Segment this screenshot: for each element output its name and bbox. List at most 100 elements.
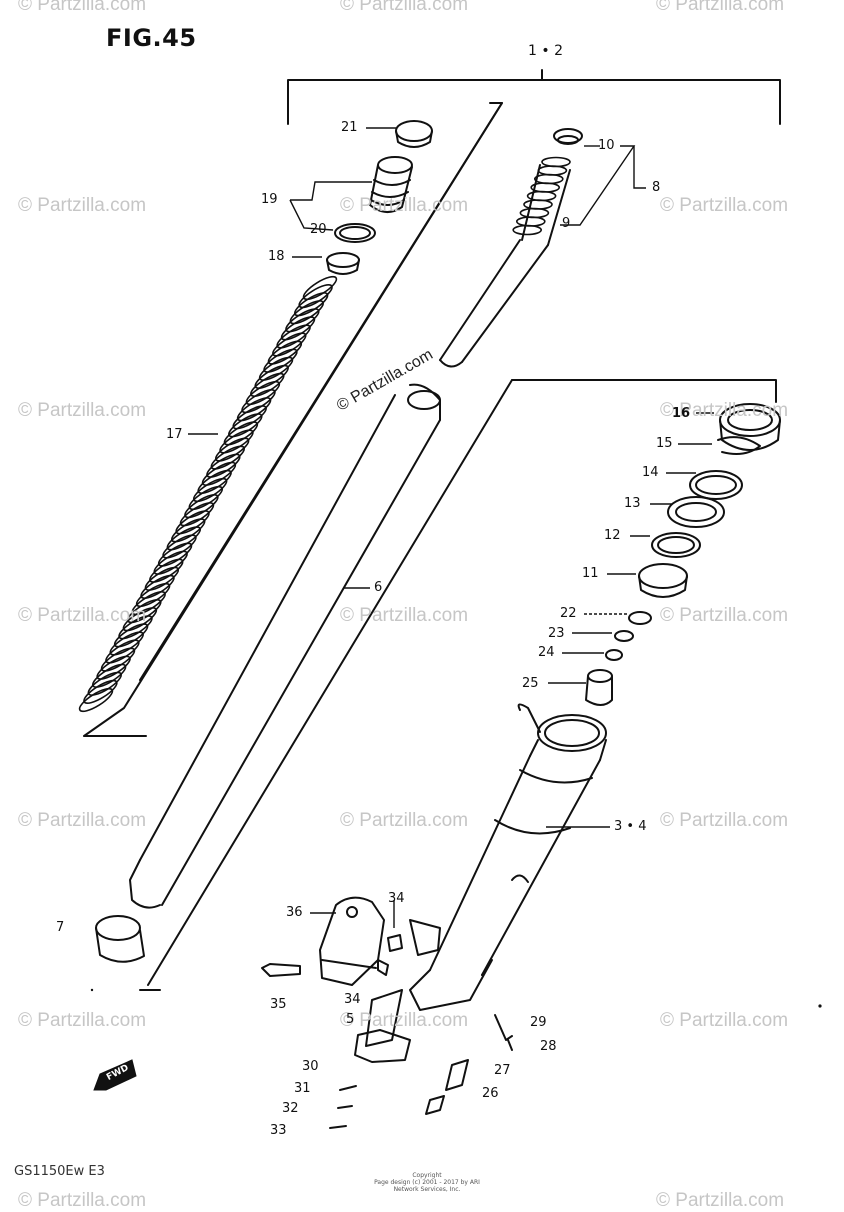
spring-coil bbox=[179, 502, 215, 527]
label-33[interactable]: 33 bbox=[270, 1123, 287, 1138]
label-8[interactable]: 8 bbox=[652, 180, 661, 195]
part-3-outer-tube bbox=[409, 703, 607, 1011]
group-outline-lower bbox=[511, 379, 777, 403]
label-13[interactable]: 13 bbox=[624, 496, 641, 511]
watermark: © Partzilla.com bbox=[18, 1010, 147, 1031]
label-28[interactable]: 28 bbox=[540, 1039, 557, 1054]
watermark: © Partzilla.com bbox=[340, 0, 469, 15]
spring-coil bbox=[166, 526, 202, 551]
label-26[interactable]: 26 bbox=[482, 1086, 499, 1101]
rod-ring bbox=[523, 199, 553, 210]
spring-coil bbox=[298, 284, 333, 309]
watermark: © Partzilla.com bbox=[340, 605, 469, 626]
label-9[interactable]: 9 bbox=[562, 216, 571, 231]
speck-dot bbox=[90, 988, 94, 992]
forward-arrow bbox=[93, 1059, 137, 1091]
label-15[interactable]: 15 bbox=[656, 436, 673, 451]
watermark: © Partzilla.com bbox=[660, 400, 789, 421]
part-27-bolt bbox=[445, 1059, 469, 1091]
label-35[interactable]: 35 bbox=[270, 997, 287, 1012]
spring-coil bbox=[109, 631, 144, 656]
watermark: © Partzilla.com bbox=[18, 400, 147, 421]
label-20[interactable]: 20 bbox=[310, 222, 327, 237]
rod-ring bbox=[537, 165, 568, 176]
part-13-washer bbox=[667, 496, 725, 528]
part-15-clip bbox=[717, 436, 761, 455]
label-11[interactable]: 11 bbox=[582, 566, 599, 581]
spring-coil bbox=[100, 647, 136, 672]
speck-dot bbox=[818, 1004, 822, 1008]
label-34-lower[interactable]: 34 bbox=[344, 992, 361, 1007]
part-36-axle-holder bbox=[319, 896, 385, 986]
spring-coil bbox=[170, 518, 206, 543]
label-22[interactable]: 22 bbox=[560, 606, 577, 621]
part-34b-washer bbox=[377, 959, 389, 976]
label-29[interactable]: 29 bbox=[530, 1015, 547, 1030]
label-5[interactable]: 5 bbox=[346, 1012, 355, 1027]
watermark: © Partzilla.com bbox=[660, 605, 789, 626]
part-26-bolt bbox=[425, 1095, 445, 1115]
label-6[interactable]: 6 bbox=[374, 580, 383, 595]
spring-coil bbox=[219, 429, 254, 454]
label-27[interactable]: 27 bbox=[494, 1063, 511, 1078]
rod-ring bbox=[515, 216, 546, 227]
part-25-oil-lock bbox=[585, 669, 613, 706]
spring-coil bbox=[87, 671, 123, 696]
label-23[interactable]: 23 bbox=[548, 626, 565, 641]
spring-coil bbox=[162, 534, 197, 559]
spring-coil bbox=[289, 300, 325, 325]
label-17[interactable]: 17 bbox=[166, 427, 183, 442]
spring-coil bbox=[175, 510, 210, 535]
part-22-washer bbox=[628, 611, 652, 625]
part-24-ring bbox=[605, 649, 623, 661]
label-32[interactable]: 32 bbox=[282, 1101, 299, 1116]
label-36[interactable]: 36 bbox=[286, 905, 303, 920]
watermark: © Partzilla.com bbox=[660, 1010, 789, 1031]
label-21[interactable]: 21 bbox=[341, 120, 358, 135]
label-10[interactable]: 10 bbox=[598, 138, 615, 153]
label-7[interactable]: 7 bbox=[56, 920, 65, 935]
spring-coil bbox=[91, 663, 127, 688]
spring-coil bbox=[184, 494, 219, 519]
copyright-line-1: Copyright bbox=[412, 1172, 442, 1179]
spring-coil bbox=[192, 477, 228, 503]
spring-coil bbox=[272, 332, 307, 357]
spring-coil bbox=[241, 389, 276, 414]
watermark: © Partzilla.com bbox=[18, 195, 147, 216]
spring-coil bbox=[245, 380, 281, 406]
label-24[interactable]: 24 bbox=[538, 645, 555, 660]
watermark: © Partzilla.com bbox=[18, 605, 147, 626]
spring-coil bbox=[280, 316, 316, 341]
label-16[interactable]: 16 bbox=[672, 406, 691, 421]
part-16-seal bbox=[719, 403, 781, 451]
label-25[interactable]: 25 bbox=[522, 676, 539, 691]
spring-coil bbox=[228, 413, 263, 438]
label-18[interactable]: 18 bbox=[268, 249, 285, 264]
forward-indicator: FWD bbox=[92, 1063, 138, 1090]
label-1-2[interactable]: 1 • 2 bbox=[528, 43, 563, 59]
spring-coil bbox=[157, 542, 193, 567]
spring-coil bbox=[258, 356, 294, 381]
watermark: © Partzilla.com bbox=[660, 195, 789, 216]
label-34-upper[interactable]: 34 bbox=[388, 891, 405, 906]
label-14[interactable]: 14 bbox=[642, 465, 659, 480]
watermark: © Partzilla.com bbox=[656, 1190, 785, 1211]
watermark: © Partzilla.com bbox=[660, 810, 789, 831]
spring-coil bbox=[276, 324, 311, 349]
label-31[interactable]: 31 bbox=[294, 1081, 311, 1096]
group-outline-upper bbox=[83, 102, 503, 737]
part-30-holder bbox=[354, 1029, 411, 1063]
watermark: © Partzilla.com bbox=[18, 810, 147, 831]
spring-coil bbox=[78, 687, 114, 713]
part-19-cap-bolt bbox=[369, 156, 413, 213]
label-3-4[interactable]: 3 • 4 bbox=[614, 819, 647, 834]
spring-coil bbox=[236, 397, 272, 422]
rod-ring bbox=[541, 156, 571, 168]
watermark: © Partzilla.com bbox=[18, 1190, 147, 1211]
label-30[interactable]: 30 bbox=[302, 1059, 319, 1074]
label-12[interactable]: 12 bbox=[604, 528, 621, 543]
label-19[interactable]: 19 bbox=[261, 192, 278, 207]
part-6-inner-tube bbox=[129, 383, 441, 909]
